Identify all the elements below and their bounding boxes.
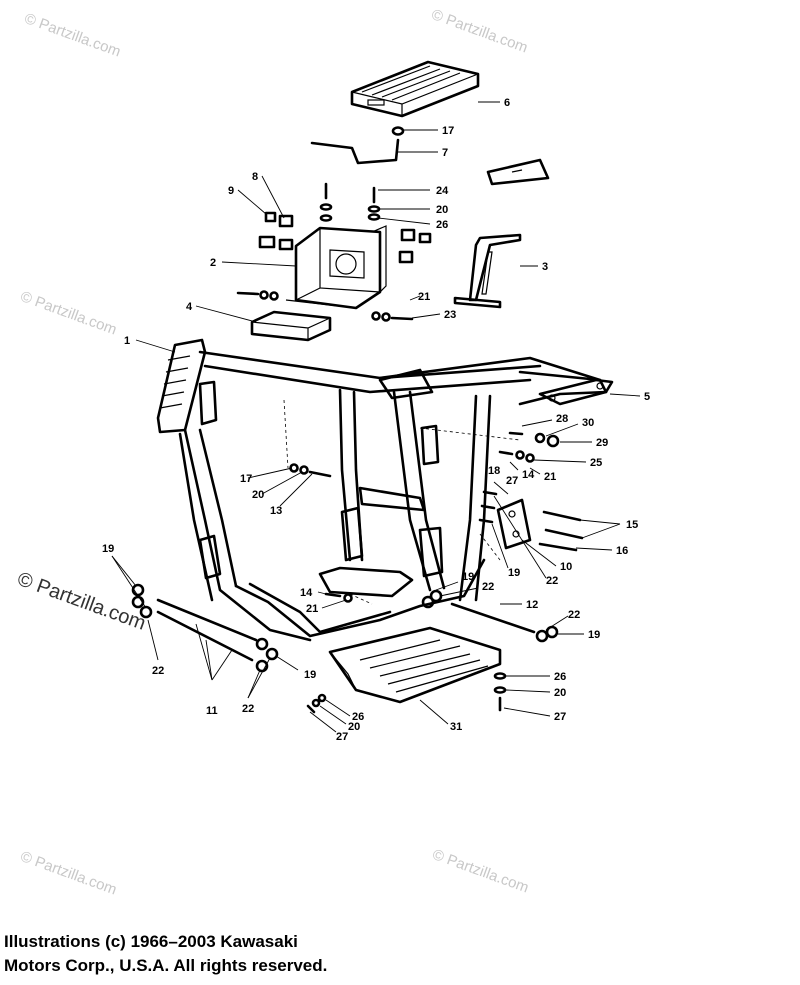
callout-15: 15 [626, 519, 638, 531]
callout-23: 23 [444, 309, 456, 321]
callout-26-left: 26 [352, 711, 364, 723]
callout-22-left: 22 [152, 665, 164, 677]
callout-20-right: 20 [554, 687, 566, 699]
callout-28: 28 [556, 413, 568, 425]
callout-3: 3 [542, 261, 548, 273]
part-28-30-29-bolts [508, 431, 560, 448]
part-3-bracket [453, 158, 550, 309]
part-26-20-27-right [493, 672, 507, 712]
callout-21-lower: 21 [306, 603, 318, 615]
callout-22-bottom: 22 [242, 703, 254, 715]
callout-18: 18 [488, 465, 500, 477]
copyright-line-2: Motors Corp., U.S.A. All rights reserved… [4, 956, 328, 975]
part-10-plate [478, 490, 584, 552]
callout-29: 29 [596, 437, 608, 449]
part-11-12-rods [131, 583, 559, 673]
callout-20-left: 20 [348, 721, 360, 733]
callout-14-right: 14 [522, 469, 535, 481]
callout-22-right: 22 [568, 609, 580, 621]
callout-25: 25 [590, 457, 602, 469]
callout-labels: 6 17 7 8 9 24 20 26 2 3 21 4 23 1 5 28 3… [102, 97, 650, 743]
part-5-bracket [538, 378, 614, 406]
callout-26-right: 26 [554, 671, 566, 683]
callout-19-lower: 19 [304, 669, 316, 681]
part-13-bolt [289, 463, 332, 478]
callout-21-right: 21 [544, 471, 556, 483]
callout-17-top: 17 [442, 125, 454, 137]
leader-lines [111, 101, 641, 733]
callout-16: 16 [616, 545, 628, 557]
callout-31: 31 [450, 721, 462, 733]
callout-11: 11 [206, 705, 218, 717]
callout-17-mid: 17 [240, 473, 252, 485]
callout-9: 9 [228, 185, 234, 197]
part-8-9-dampers [258, 211, 432, 264]
callout-10: 10 [560, 561, 572, 573]
callout-1: 1 [124, 335, 130, 347]
part-17-nut-top [391, 126, 405, 136]
callout-20-mid: 20 [252, 489, 264, 501]
callout-7: 7 [442, 147, 448, 159]
part-4-pad [250, 310, 332, 342]
callout-8: 8 [252, 171, 258, 183]
callout-4: 4 [186, 301, 193, 313]
callout-26-top: 26 [436, 219, 448, 231]
callout-27-right: 27 [554, 711, 566, 723]
copyright-line-1: Illustrations (c) 1966–2003 Kawasaki [4, 932, 298, 951]
callout-24: 24 [436, 185, 449, 197]
callout-19-right: 19 [588, 629, 600, 641]
part-31-skid-plate [328, 626, 502, 704]
callout-12: 12 [526, 599, 538, 611]
part-14-21-lower [324, 592, 353, 603]
callout-27-left: 27 [336, 731, 348, 743]
callout-22-mid: 22 [546, 575, 558, 587]
part-24-20-26-bolts [319, 182, 381, 222]
callout-13: 13 [270, 505, 282, 517]
callout-14-lower: 14 [300, 587, 313, 599]
callout-19-mid: 19 [508, 567, 520, 579]
callout-2: 2 [210, 257, 216, 269]
part-7-rod [310, 138, 400, 165]
callout-30: 30 [582, 417, 594, 429]
part-26-20-27-left [306, 693, 327, 714]
callout-22-center: 22 [482, 581, 494, 593]
callout-6: 6 [504, 97, 510, 109]
part-2-battery-case [285, 225, 387, 310]
part-6-battery-cover [350, 60, 480, 118]
callout-27-mid: 27 [506, 475, 518, 487]
callout-5: 5 [644, 391, 650, 403]
callout-21-top: 21 [418, 291, 430, 303]
callout-19-center: 19 [462, 571, 474, 583]
part-21-23-bolt [371, 311, 414, 322]
part-bolt-left [236, 290, 279, 301]
callout-20-top: 20 [436, 204, 448, 216]
part-14-21-25-fasteners [498, 450, 535, 463]
callout-19-left: 19 [102, 543, 114, 555]
part-1-frame [156, 338, 608, 642]
copyright-notice: Illustrations (c) 1966–2003 Kawasaki Mot… [4, 930, 327, 978]
